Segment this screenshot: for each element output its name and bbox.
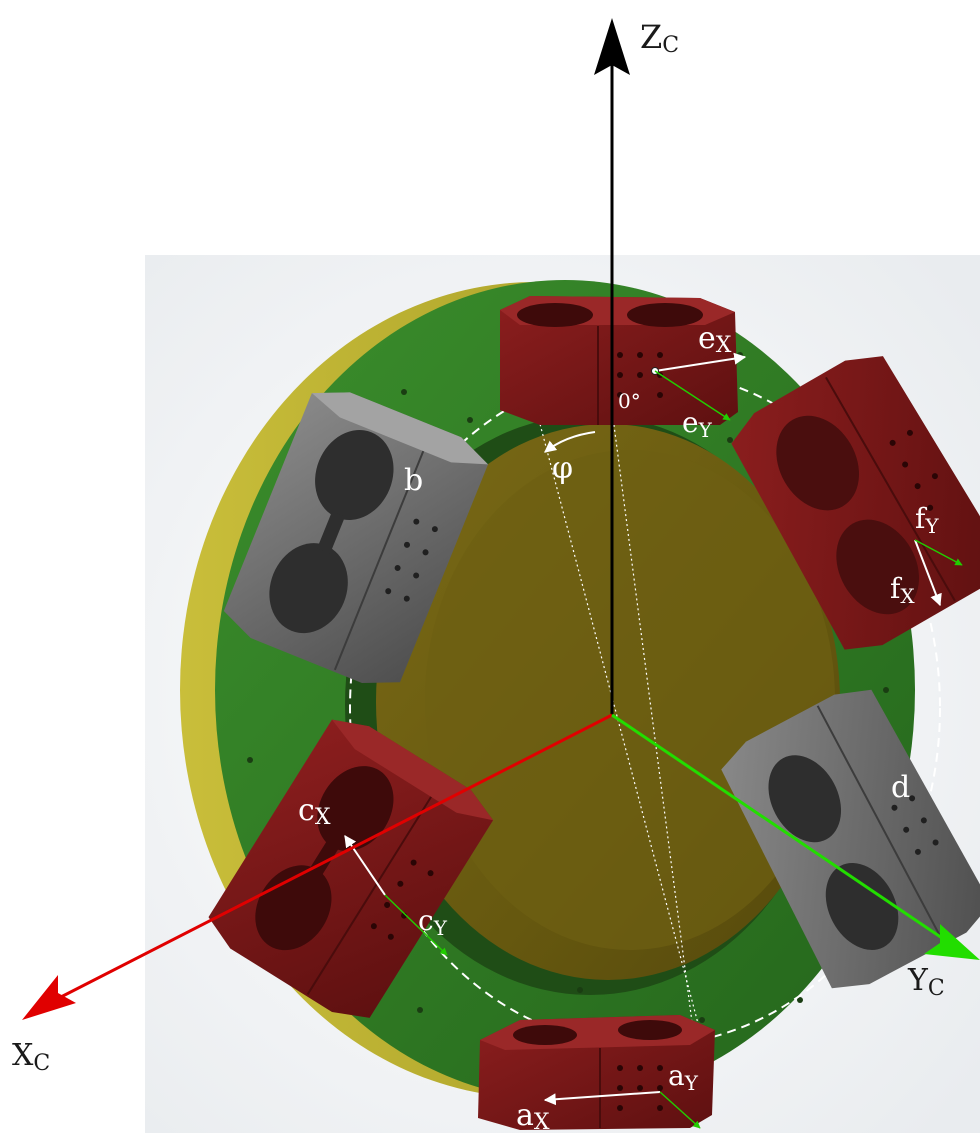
center-disc-face xyxy=(425,450,835,950)
block-a-y-label: aY xyxy=(668,1059,699,1095)
arrow-f-x xyxy=(914,539,942,607)
measurement-arrows xyxy=(344,352,963,1129)
arrow-a-x xyxy=(543,1091,661,1106)
block-b-label: b xyxy=(404,463,423,498)
zero-degree-label: 0° xyxy=(618,389,641,413)
axis-x-label: XC xyxy=(12,1038,50,1076)
axis-y-line xyxy=(611,713,946,942)
arrow-c-y xyxy=(384,894,448,956)
block-a-x-label: aX xyxy=(516,1098,550,1133)
arrow-a-y xyxy=(659,1091,701,1129)
arrow-e-x xyxy=(654,352,747,372)
block-a xyxy=(478,1015,715,1130)
block-c-y-label: cY xyxy=(418,904,448,940)
block-c-x-label: cX xyxy=(298,793,331,830)
block-e xyxy=(500,296,738,425)
axis-y-arrowhead xyxy=(924,924,980,960)
block-d-label: d xyxy=(891,770,910,805)
diameter-line xyxy=(611,409,696,1046)
block-e-y-label: eY xyxy=(682,406,713,442)
diameter-line xyxy=(534,404,706,1051)
axis-x-line xyxy=(54,713,613,1002)
coordinate-axes xyxy=(22,18,980,1020)
block-e-x-label: eX xyxy=(698,321,732,358)
arrow-e-y xyxy=(654,370,731,421)
axis-z-label: ZC xyxy=(640,18,679,58)
axis-y-label: YC xyxy=(907,963,945,1001)
block-f-y-label: fY xyxy=(915,502,939,538)
axis-x-arrowhead xyxy=(22,975,76,1020)
arrow-c-x xyxy=(344,835,386,896)
axis-z-arrowhead xyxy=(594,18,630,75)
phi-arc-arrow xyxy=(544,431,596,453)
arrow-f-y xyxy=(914,539,963,566)
block-f-x-label: fX xyxy=(890,572,915,608)
block-b xyxy=(223,392,489,684)
block-f xyxy=(731,356,980,650)
block-d xyxy=(721,689,980,989)
phi-label: φ xyxy=(552,451,573,486)
